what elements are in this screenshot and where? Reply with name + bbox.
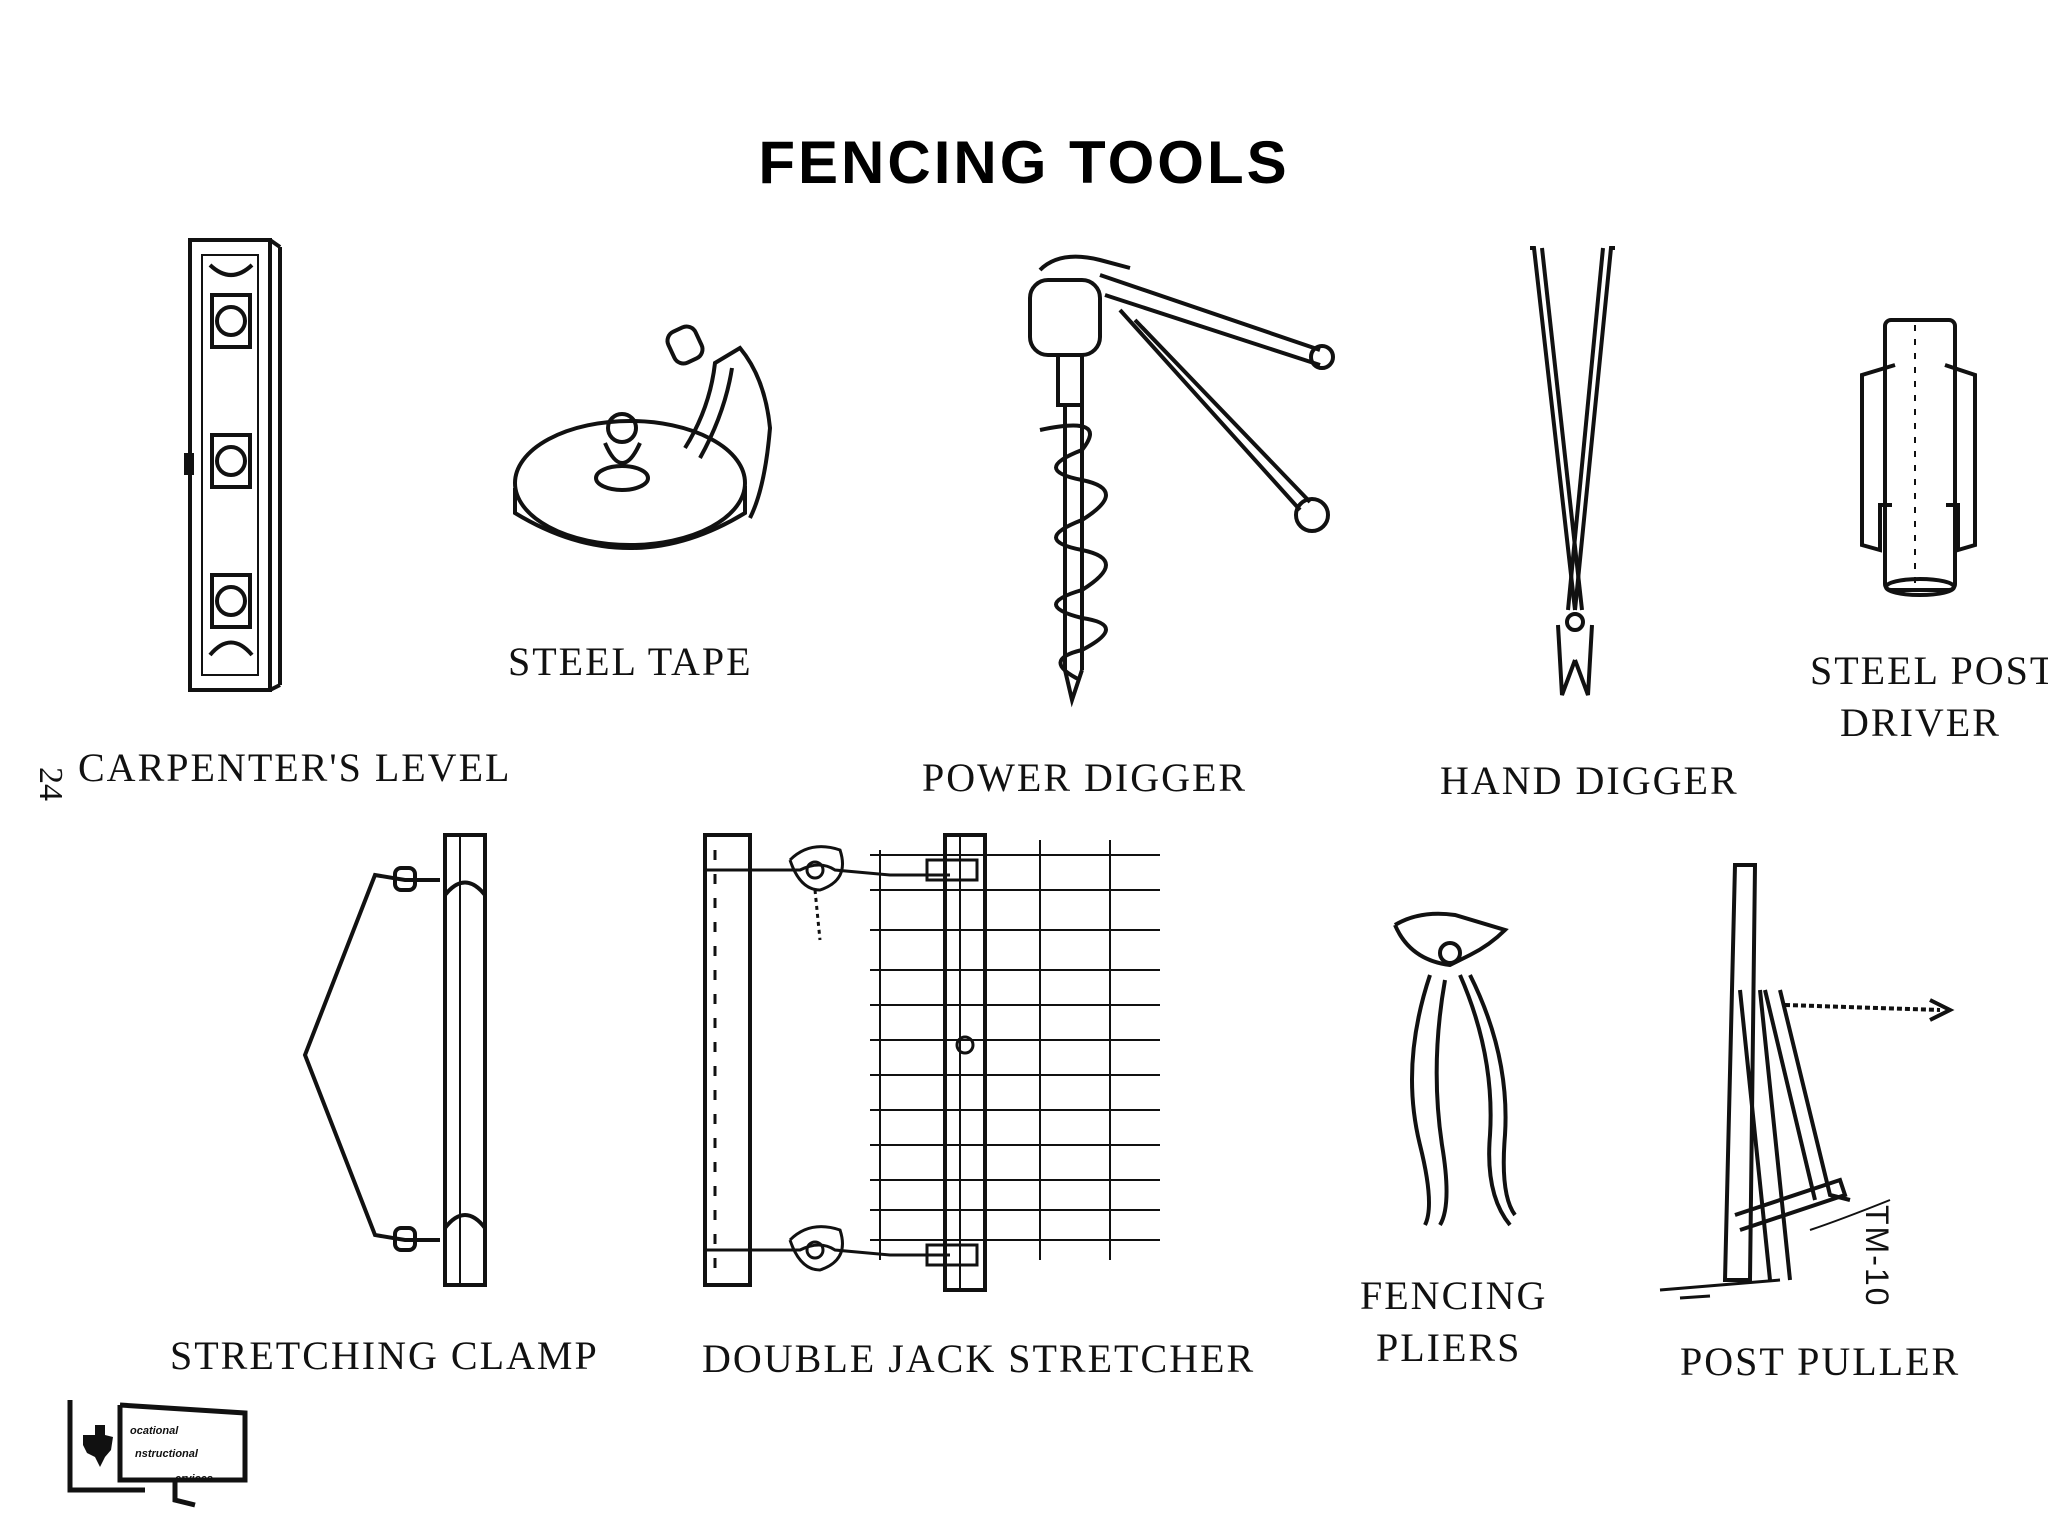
post-puller-icon	[1659, 863, 1955, 1300]
carpenters-level-icon	[184, 238, 282, 692]
carpenters-level-label: CARPENTER'S LEVEL	[78, 745, 512, 790]
post-puller-label: POST PULLER	[1680, 1339, 1961, 1384]
steel-post-driver-label-line2: DRIVER	[1840, 700, 2001, 745]
fencing-pliers-label-line2: PLIERS	[1376, 1325, 1522, 1370]
hand-digger-icon	[1530, 246, 1615, 696]
texas-logo-icon	[67, 1400, 248, 1508]
page-title: FENCING TOOLS	[758, 129, 1290, 196]
power-digger-icon	[1028, 254, 1335, 708]
double-jack-stretcher-icon	[703, 833, 1160, 1292]
logo-line3: ervices	[175, 1473, 213, 1485]
steel-post-driver-label-line1: STEEL POST	[1810, 648, 2048, 693]
power-digger-label: POWER DIGGER	[922, 755, 1248, 800]
steel-tape-icon	[513, 324, 773, 550]
logo-line1: ocational	[130, 1425, 179, 1437]
page-number: 24	[32, 767, 69, 801]
fencing-pliers-label-line1: FENCING	[1360, 1273, 1548, 1318]
logo-line2: nstructional	[135, 1448, 198, 1460]
double-jack-stretcher-label: DOUBLE JACK STRETCHER	[702, 1336, 1256, 1381]
steel-tape-label: STEEL TAPE	[508, 639, 753, 684]
stretching-clamp-label: STRETCHING CLAMP	[170, 1333, 599, 1378]
figure-code: TM-10	[1859, 1205, 1895, 1308]
stretching-clamp-icon	[302, 833, 487, 1287]
fencing-pliers-icon	[1393, 911, 1517, 1227]
steel-post-driver-icon	[1860, 318, 1977, 597]
hand-digger-label: HAND DIGGER	[1440, 758, 1739, 803]
